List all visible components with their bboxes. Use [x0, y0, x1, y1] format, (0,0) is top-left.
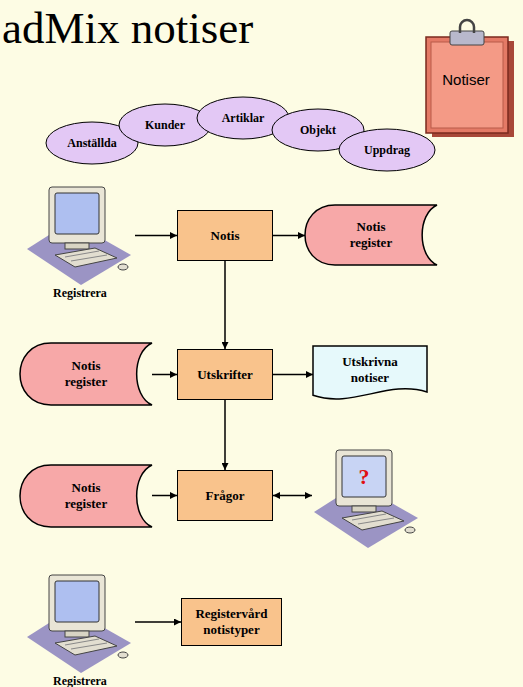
diagram-title: adMix notiser	[2, 0, 253, 56]
node-label: Utskrifter	[197, 367, 253, 383]
process-box: Utskrifter	[177, 349, 273, 400]
flow-arrow	[273, 235, 305, 237]
node-label: Notis register	[335, 219, 407, 251]
entity-ellipse: Kunder	[118, 103, 212, 147]
flow-arrow	[135, 235, 177, 237]
flow-arrow	[273, 495, 312, 497]
node-label: Notis register	[50, 358, 122, 390]
computer-terminal-outline	[25, 185, 135, 285]
node-label: Notiser	[442, 72, 490, 88]
node-label: Artiklar	[222, 110, 265, 126]
node-label: Objekt	[300, 122, 336, 138]
node-label: Registrera	[25, 285, 135, 301]
computer-terminal-outline	[312, 448, 422, 548]
document-shape: Utskrivna notiser	[313, 346, 427, 402]
computer-terminal: Registrera	[25, 185, 135, 300]
data-store: Notis register	[20, 465, 152, 527]
node-label: ?	[359, 465, 370, 489]
flow-arrow	[273, 374, 313, 376]
node-label: Registervård notistyper	[186, 606, 277, 638]
computer-terminal-outline	[25, 573, 135, 673]
node-label: Notis register	[50, 480, 122, 512]
flow-arrow	[135, 621, 181, 623]
computer-terminal: Registrera	[25, 573, 135, 687]
flow-arrow	[152, 495, 177, 497]
entity-ellipse: Uppdrag	[338, 128, 436, 172]
flow-arrow	[152, 374, 177, 376]
process-box: Frågor	[177, 470, 273, 521]
node-label: Anställda	[67, 135, 116, 151]
data-store: Notis register	[20, 343, 152, 405]
node-label: Notis	[211, 228, 240, 244]
node-label: Utskrivna notiser	[330, 354, 410, 386]
flow-arrow	[224, 400, 226, 470]
flow-arrow	[224, 261, 226, 349]
clipboard-icon: Notiser	[418, 25, 514, 137]
computer-terminal: ?	[312, 448, 417, 546]
process-box: Registervård notistyper	[181, 598, 282, 646]
node-label: Frågor	[206, 488, 245, 504]
process-box: Notis	[177, 210, 273, 261]
data-store: Notis register	[305, 205, 437, 265]
node-label: Uppdrag	[364, 142, 410, 158]
node-label: Registrera	[25, 673, 135, 687]
node-label: Kunder	[145, 117, 185, 133]
